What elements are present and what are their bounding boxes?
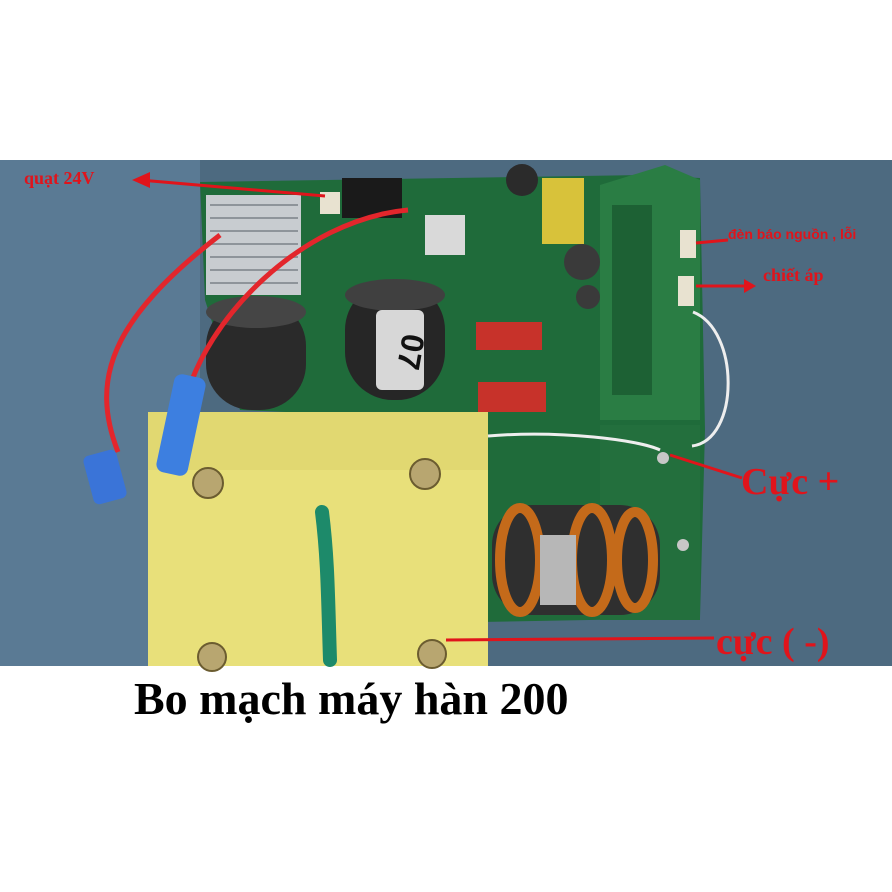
capacitor-marking: 07 [390, 331, 432, 372]
terminal-hole [657, 452, 669, 464]
film-capacitor [478, 382, 546, 412]
blue-connector [83, 449, 127, 505]
small-capacitor [564, 244, 600, 280]
white-wire [487, 432, 661, 452]
pot-connector [678, 276, 694, 306]
yellow-capacitor [542, 178, 584, 244]
film-capacitor [476, 322, 542, 350]
screw [192, 467, 224, 499]
regulator-chip [425, 215, 465, 255]
electrolytic-capacitor [206, 300, 306, 410]
arrow-plus [669, 453, 743, 480]
small-capacitor [506, 164, 538, 196]
arrow-led [695, 238, 729, 245]
heat-sink-fins [210, 204, 298, 284]
green-marker [315, 505, 337, 667]
screw [197, 642, 227, 672]
control-board-chips [612, 205, 652, 395]
fan-label: quạt 24V [24, 168, 95, 188]
caption: Bo mạch máy hàn 200 [134, 673, 569, 724]
screw [417, 639, 447, 669]
screw [409, 458, 441, 490]
arrow-fan [139, 178, 326, 198]
red-wire [182, 207, 409, 403]
screws [192, 458, 447, 672]
arrowhead [744, 279, 756, 293]
negative-terminal-label: cực ( -) [716, 621, 830, 663]
arrowhead [132, 172, 150, 188]
red-wire [104, 233, 222, 453]
white-wire [691, 310, 730, 448]
fan-connector [320, 192, 340, 214]
capacitor-top [345, 279, 445, 311]
status-led-label: đèn báo nguồn , lỗi [728, 226, 857, 242]
annotation-arrows [132, 172, 756, 642]
capacitor-top [206, 296, 306, 328]
led-connector [680, 230, 696, 258]
capacitor-label [376, 310, 424, 390]
arrow-minus [445, 636, 715, 642]
transformer-label [540, 535, 576, 605]
potentiometer-label: chiết áp [763, 265, 824, 285]
insulator-fold [148, 412, 488, 470]
positive-terminal-label: Cực + [741, 461, 840, 503]
small-capacitor [576, 285, 600, 309]
terminal-hole [677, 539, 689, 551]
blue-connector [156, 374, 206, 476]
